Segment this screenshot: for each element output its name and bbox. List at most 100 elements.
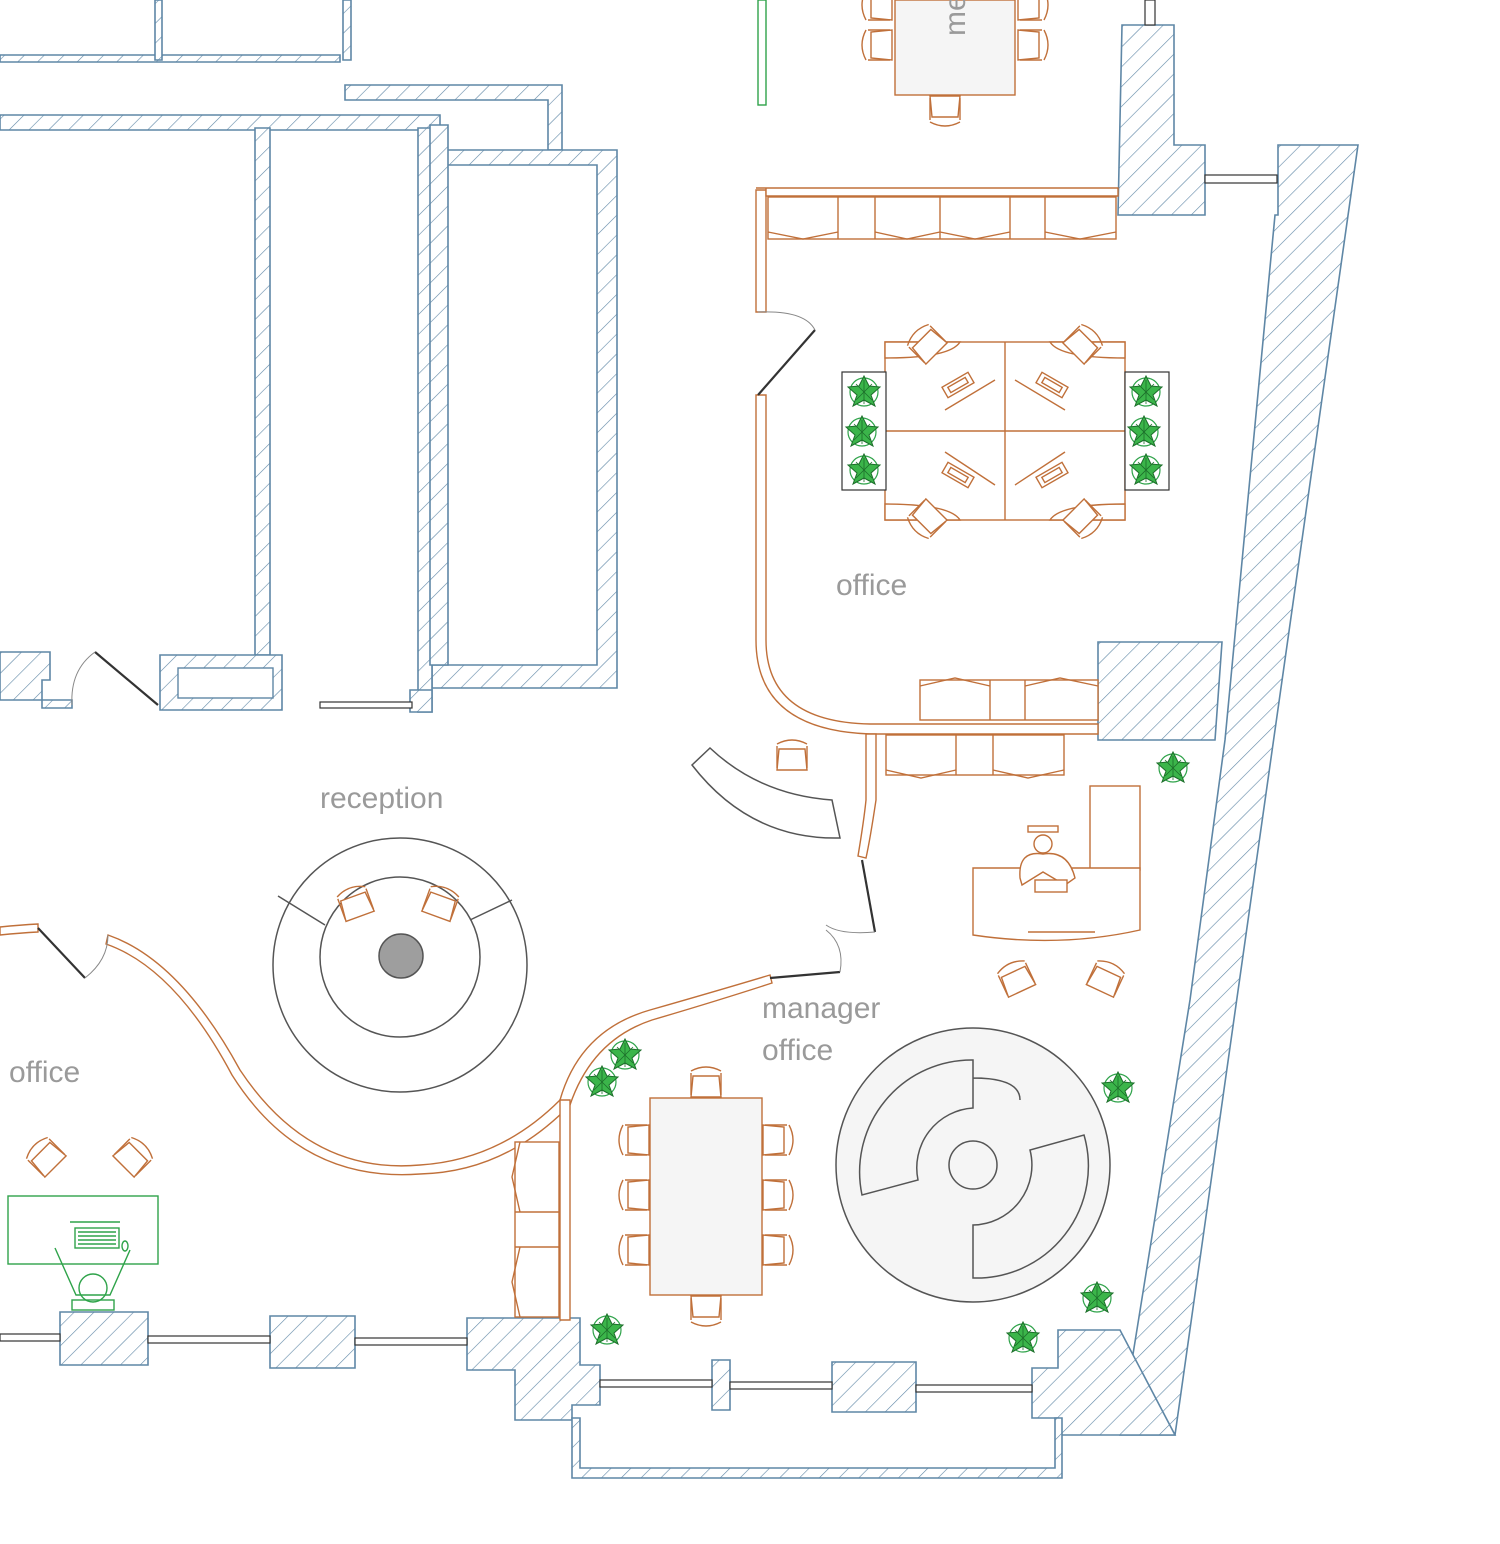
reception-desk [690,746,841,839]
person-icon [1019,825,1076,887]
lounge-table [378,933,424,979]
partition-upper-left [755,189,767,313]
file-cabinet [1089,785,1141,871]
cabinet-row-top [767,196,1117,240]
wall-top-d [0,114,441,131]
chair-icon [618,1124,650,1156]
computer-icon [1035,371,1069,399]
chair-icon [335,882,375,923]
window-icon [354,1337,468,1346]
wall-right-mid [1097,641,1223,741]
plant-icon [1080,1281,1114,1313]
window-icon [319,701,413,709]
chair-icon [22,1133,67,1178]
wall-bottom-pier-3 [466,1317,601,1421]
partitions [0,0,1119,1321]
chair-icon [762,1234,794,1266]
room-label-meeting: me [939,0,972,36]
room-label-office-upper: office [836,569,907,602]
chair-icon [618,1234,650,1266]
room-label-manager: manager [762,992,880,1025]
chair-icon [762,1179,794,1211]
chair-icon [861,0,893,21]
wall-bottom-strip [571,1417,1063,1479]
workstation-cluster [841,320,1170,543]
wall-top-a [0,54,341,63]
partition-curve-left [105,934,773,1176]
wall-bottom-left [0,651,73,709]
left-office-furniture [7,1133,159,1311]
window-icon [599,1379,713,1388]
wall-bottom-right [409,689,433,713]
wall-right-slant [1119,144,1359,1436]
window-icon [0,1333,61,1342]
manager-furniture [585,751,1190,1353]
door-icon [769,929,842,980]
wall-col-1 [254,127,271,656]
meeting-table [649,1097,763,1296]
door-icon [71,651,159,706]
round-table-seat-a [858,1059,1021,1196]
lounge-sofa-inner [319,876,481,1038]
partition-mid-left [755,394,1099,735]
wall-bottom-pier-5 [831,1361,917,1413]
room-label-manager-office: office [762,1034,833,1067]
door-icon [37,927,109,979]
doors [37,311,877,980]
wall-bottom-pier-2 [269,1315,356,1369]
chair-icon [618,1179,650,1211]
reception-furniture [272,739,841,1093]
glass-partition [757,0,767,106]
round-table-seat-b [972,1134,1090,1279]
person-icon [54,1221,131,1311]
computer-icon [941,461,975,489]
chair-icon [762,1124,794,1156]
windows [0,0,1278,1393]
room-label-office-left: office [9,1056,80,1089]
wall-bottom-pier-4 [711,1359,731,1411]
cabinet-row-mid-upper [919,677,1099,721]
cabinets [511,196,1117,1318]
plant-icon [585,1065,619,1097]
walls [0,0,1359,1479]
computer-icon [941,371,975,399]
plant-icon [1006,1321,1040,1353]
window-icon [1144,0,1156,26]
chair-icon [776,739,808,771]
computer-icon [1034,879,1068,893]
plant-icon [1101,1071,1135,1103]
door-icon [825,859,877,934]
chair-icon [690,1066,722,1098]
plant-icon [608,1038,642,1070]
window-icon [729,1381,833,1390]
chair-icon [929,95,961,127]
wall-top-f [431,149,618,689]
partition-curve-far-left [0,923,39,936]
chair-icon [1017,29,1049,61]
window-icon [1204,174,1278,184]
chair-icon [690,1295,722,1327]
room-labels: me office reception office manager offic… [9,0,972,1089]
chair-icon [995,956,1037,998]
chair-icon [861,29,893,61]
wall-top-c [342,0,352,61]
window-icon [147,1335,271,1344]
meeting-table-top [861,0,1049,127]
cabinet-row-mid-lower [885,734,1065,779]
selected-desk [7,1195,159,1265]
window-icon [915,1384,1033,1393]
computer-icon [1035,461,1069,489]
door-icon [757,311,816,396]
chair-icon [1085,956,1127,998]
wall-top-b [154,0,163,61]
lounge-sofa-outer [272,837,528,1093]
chair-icon [112,1133,157,1178]
partition-top-horizontal [756,187,1119,197]
cabinet-column-left [511,1141,560,1318]
manager-desk [972,867,1141,942]
room-label-reception: reception [320,782,443,815]
partition-reception-manager [857,733,877,859]
plant-icon [1156,751,1190,783]
chair-icon [1017,0,1049,21]
